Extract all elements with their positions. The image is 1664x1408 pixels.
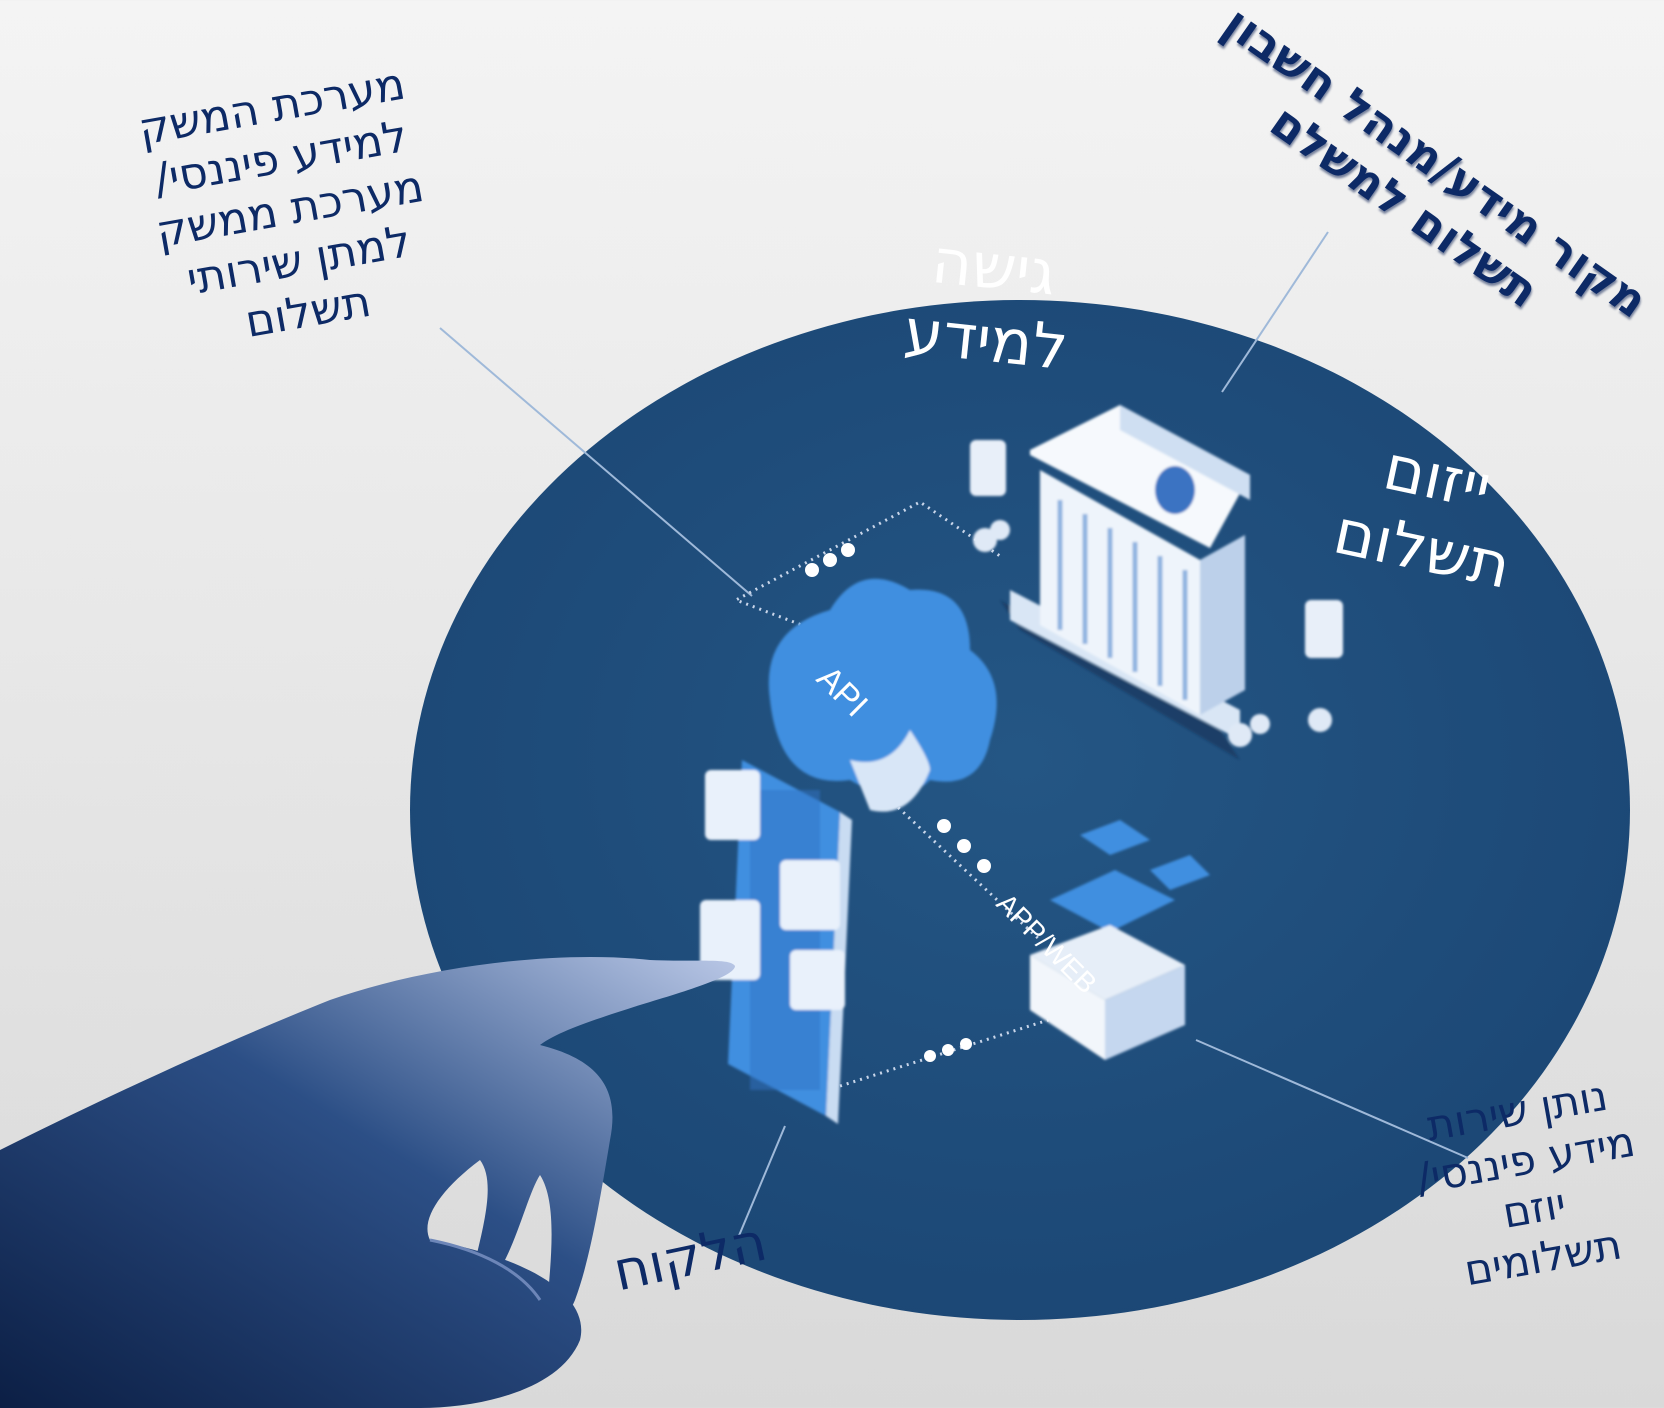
phone-icon [700,760,852,1124]
cloud-icon [768,578,997,812]
leader-lines [439,231,1469,1239]
diagram-disc [410,300,1630,1320]
box-icon [1030,820,1210,1060]
access-info-label: גישה למידע [900,223,1072,385]
chat-bubble-icon [700,770,845,1010]
business-system-label: מערכת המשק למידע פיננסי/ מערכת ממשק למתן… [134,58,428,348]
connector-dots [805,543,991,1062]
bank-icon [970,405,1343,760]
hand-icon [0,956,735,1408]
